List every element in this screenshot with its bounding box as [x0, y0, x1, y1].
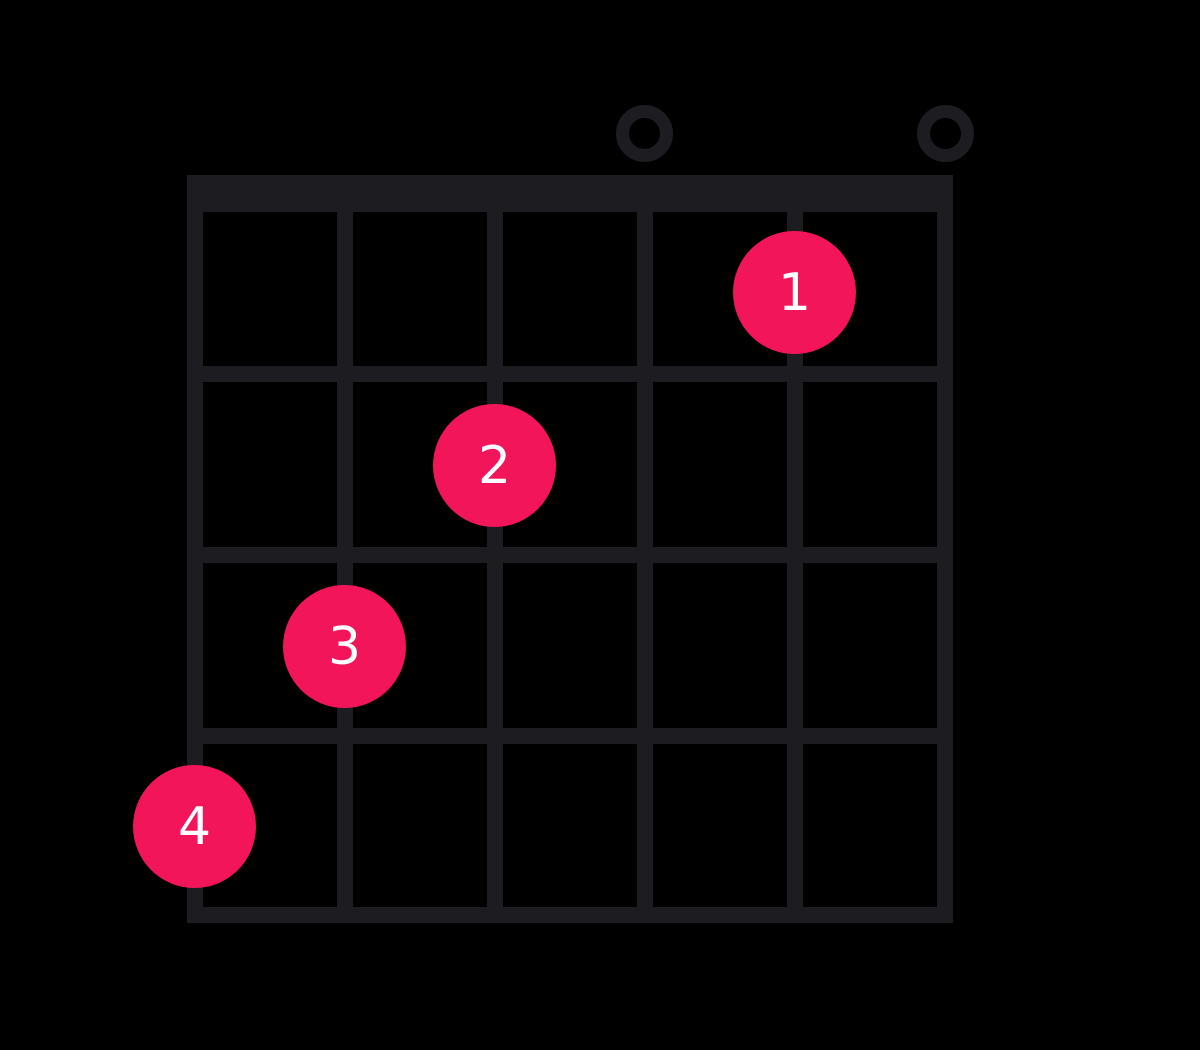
finger-dot-label: 2: [477, 435, 512, 496]
finger-dot-label: 3: [327, 616, 362, 677]
finger-dot-2: 2: [433, 404, 556, 527]
fret-wire-2: [187, 547, 953, 563]
fret-wire-1: [187, 366, 953, 382]
finger-dot-label: 1: [777, 262, 812, 323]
finger-dot-1: 1: [733, 231, 856, 354]
finger-dot-4: 4: [133, 765, 256, 888]
open-string-icon-string-6: [917, 105, 974, 162]
fret-wire-4: [187, 907, 953, 923]
nut-bar: [187, 175, 953, 212]
open-string-icon-string-4: [616, 105, 673, 162]
finger-dot-label: 4: [177, 796, 212, 857]
fret-wire-3: [187, 728, 953, 744]
finger-dot-3: 3: [283, 585, 406, 708]
